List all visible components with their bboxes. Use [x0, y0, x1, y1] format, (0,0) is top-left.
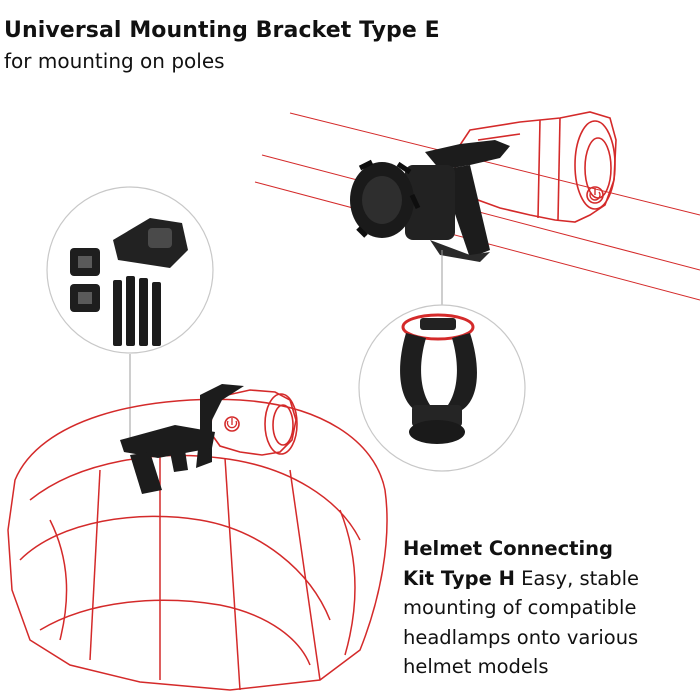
bracket-detail — [400, 313, 477, 444]
helmet-kit-description: Helmet Connecting Kit Type H Easy, stabl… — [403, 534, 697, 682]
velcro-straps — [113, 276, 161, 346]
helmet-kit-description-line1: Easy, stable — [521, 566, 640, 590]
helmet-kit-description-line3: headlamps onto various — [403, 625, 639, 649]
helmet-kit-description-line4: helmet models — [403, 655, 549, 678]
helmet-outline — [7, 398, 388, 691]
power-icon — [589, 188, 601, 201]
bracket-detail-circle — [358, 304, 526, 472]
helmet-kit-description-line2: mounting of compatible — [403, 596, 637, 619]
mounting-plate — [113, 218, 188, 268]
helmet-kit-line2: Kit Type H Easy, stable — [403, 564, 697, 594]
helmet-bracket — [120, 384, 244, 494]
pole-bracket — [350, 140, 510, 262]
helmet-kit-title-line1: Helmet Connecting — [403, 537, 613, 560]
bracket-subtitle: for mounting on poles — [4, 49, 225, 73]
bracket-heading: Universal Mounting Bracket Type E for mo… — [4, 18, 440, 73]
helmet-headlamp-outline — [209, 389, 298, 456]
bracket-title: Universal Mounting Bracket Type E — [4, 18, 440, 43]
helmet-kit-title-line2: Kit Type H — [403, 566, 515, 590]
adhesive-pads — [70, 248, 100, 312]
power-icon — [226, 418, 238, 429]
